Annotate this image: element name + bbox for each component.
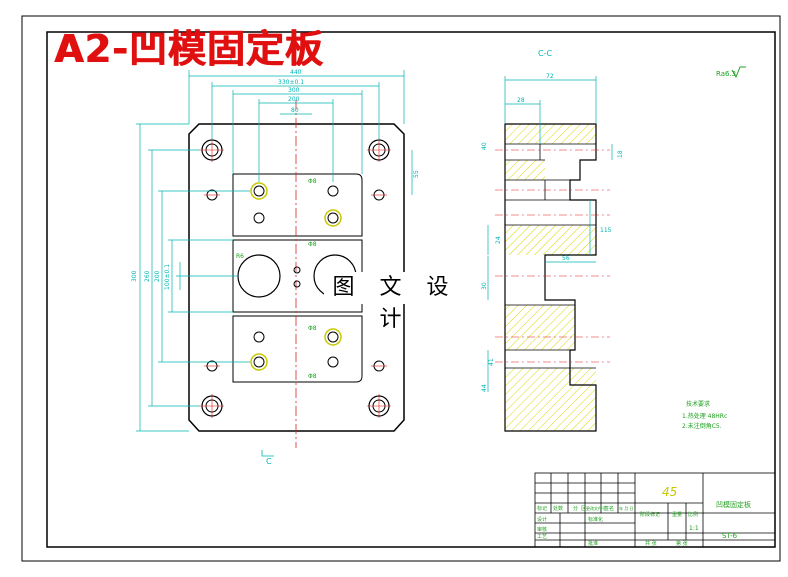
section-view: C-C [481, 49, 624, 432]
plate-outline [188, 123, 405, 432]
dim-top-inner2: 300 [288, 87, 300, 94]
middle-cavity [232, 239, 363, 313]
threaded-hole-8 [327, 356, 339, 368]
scale-text: 1:1 [689, 525, 699, 532]
section-dim-left4: 41 [488, 358, 495, 366]
notes-heading: 技术要求 [686, 400, 710, 408]
hole-label-a: Φ8 [308, 178, 317, 185]
section-centerlines [495, 149, 610, 363]
dim-left-inner3: 100±0.1 [164, 264, 171, 290]
left-dimensions [136, 123, 250, 432]
hole-label-b: Φ8 [308, 241, 317, 248]
dim-left-inner1: 260 [144, 270, 151, 282]
threaded-hole-3 [327, 185, 339, 197]
row-label-2: 分 [573, 505, 578, 512]
process-text: 工艺 [537, 534, 547, 540]
row-label-4: 更改文件号 [586, 505, 606, 511]
big-hole-label: R6 [236, 253, 244, 260]
part-name-text: 凹模固定板 [716, 500, 751, 509]
drawing-frame [46, 31, 776, 548]
threaded-hole-5 [253, 331, 265, 343]
lower-cavity [232, 315, 363, 383]
pin-hole-left-top [204, 189, 220, 201]
dim-top-inner4: 80 [291, 107, 299, 114]
section-inner-lines [505, 143, 596, 369]
material-text: 45 [662, 485, 677, 499]
top-dimensions [188, 70, 405, 182]
section-dim-left1: 40 [481, 142, 488, 150]
title-block [534, 472, 776, 548]
corner-hole-tr [367, 138, 391, 162]
pin-hole-left-bottom [204, 360, 220, 372]
sheet-total-text: 共 张 [645, 540, 657, 547]
ratio-text: 比例 [688, 511, 698, 518]
section-dim-mid: 115 [600, 227, 612, 234]
threaded-hole-1 [250, 182, 268, 200]
dim-left-overall: 300 [131, 270, 138, 282]
weight-text: 重量 [672, 511, 682, 518]
watermark-text: 图 文 设 计 [324, 272, 466, 332]
upper-cavity [232, 173, 363, 237]
corner-hole-bl [200, 394, 224, 418]
drawing-title: A2-凹模固定板 [54, 27, 324, 71]
section-dim-mid2: 56 [562, 255, 570, 262]
checker-text: 审核 [537, 526, 547, 533]
designer-text: 设计 [537, 516, 547, 523]
section-dim-left3: 30 [481, 282, 488, 290]
hole-label-c: Φ8 [308, 325, 317, 332]
section-dimensions [487, 76, 613, 392]
row-label-0: 标记 [537, 505, 547, 512]
section-title: C-C [538, 49, 552, 58]
section-outline [504, 123, 597, 432]
roughness-note: Ra6.3 [716, 70, 736, 78]
row-label-3: 区 [581, 506, 586, 512]
stage-mark-text: 阶段标记 [640, 511, 660, 518]
front-view: Φ8 Φ8 Φ8 Φ8 R6 440 330±0.1 300 200 80 [131, 55, 420, 466]
row-label-1: 处数 [553, 505, 563, 512]
section-hatch-5 [505, 368, 596, 431]
threaded-hole-4 [324, 209, 342, 227]
section-hatch-3 [505, 225, 596, 255]
section-marker-top: C [230, 55, 236, 64]
corner-hole-tl [200, 138, 224, 162]
dim-top-inner1: 330±0.1 [278, 79, 304, 86]
pin-hole-right-top [371, 189, 387, 201]
hole-label-d: Φ8 [308, 373, 317, 380]
notes-line-1: 1.热处理 48HRc [682, 412, 727, 420]
section-arrow-bottom [261, 450, 274, 457]
standardization-text: 标准化 [588, 516, 603, 523]
section-dim-step: 28 [517, 97, 525, 104]
die-hole-left [237, 254, 281, 298]
dim-right-small: 55 [413, 170, 420, 178]
notes-line-2: 2.未注倒角C5. [682, 422, 722, 430]
dim-top-inner3: 200 [288, 96, 300, 103]
section-hatch-2 [505, 160, 545, 180]
sheet-border [21, 15, 781, 562]
row-label-5: 签名 [604, 505, 614, 512]
drawing-no-text: ST-6 [722, 532, 738, 540]
threaded-hole-2 [253, 212, 265, 224]
corner-hole-br [367, 394, 391, 418]
approve-text: 批准 [588, 540, 598, 547]
section-dim-left5: 44 [481, 384, 488, 392]
small-hole-b [293, 280, 301, 288]
dim-left-inner2: 200 [154, 270, 161, 282]
small-hole-a [293, 266, 301, 274]
row-label-6: 年 月 日 [619, 505, 634, 511]
threaded-hole-6 [250, 353, 268, 371]
threaded-hole-7 [324, 328, 342, 346]
roughness-symbol [731, 66, 746, 79]
sheet-no-text: 第 张 [676, 540, 688, 547]
section-dim-right: 18 [617, 150, 624, 158]
dim-top-overall: 440 [290, 69, 302, 76]
section-dim-left2: 24 [495, 236, 502, 244]
section-marker-bottom: C [266, 457, 272, 466]
section-hatch-4 [505, 305, 575, 350]
pin-hole-right-bottom [371, 360, 387, 372]
technical-notes: 技术要求 1.热处理 48HRc 2.未注倒角C5. [682, 400, 727, 430]
section-hatch-1 [505, 124, 596, 144]
section-dim-width: 72 [546, 73, 554, 80]
section-arrow-top [250, 57, 267, 64]
